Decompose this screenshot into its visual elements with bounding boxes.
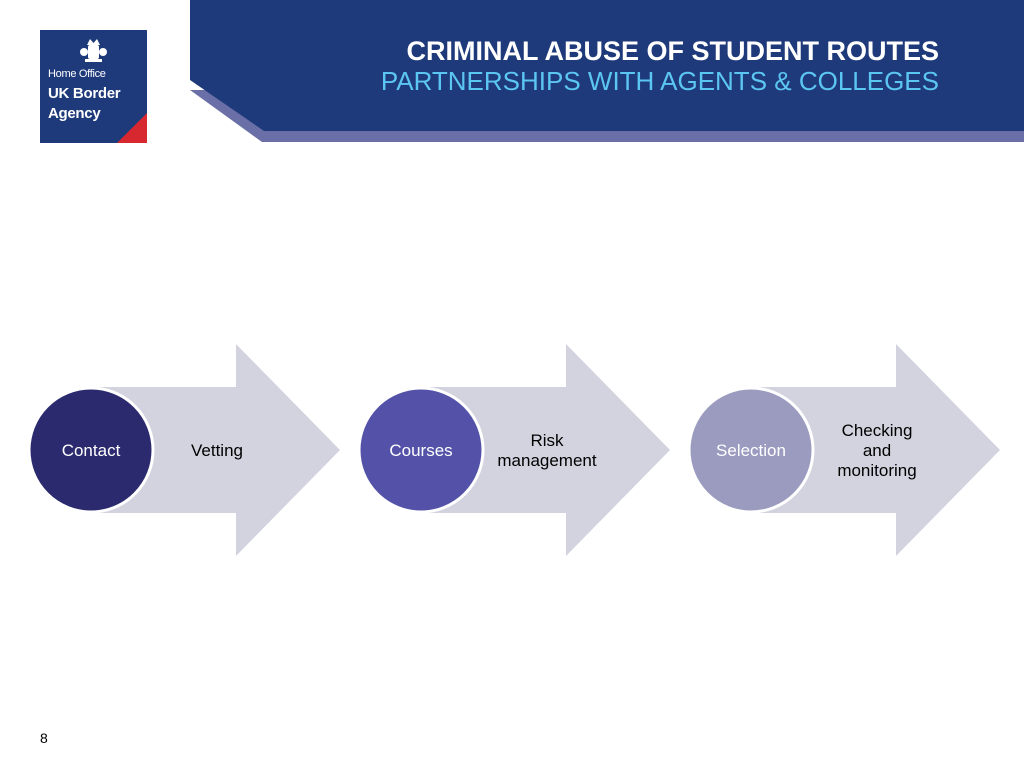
logo-red-corner <box>117 113 147 143</box>
process-circle-label-courses: Courses <box>389 441 452 460</box>
process-arrow-selection <box>752 344 1000 556</box>
process-arrow-contact <box>92 344 340 556</box>
process-circle-selection <box>687 386 815 514</box>
page-number: 8 <box>40 730 48 746</box>
process-arrow-line: management <box>497 451 597 470</box>
process-arrow-line: Risk <box>530 431 564 450</box>
header-banner-background <box>190 0 1024 131</box>
header-banner <box>190 0 1024 142</box>
logo-agency-line2: Agency <box>48 105 101 122</box>
process-arrow-line: and <box>863 441 891 460</box>
uk-border-agency-logo: Home Office UK Border Agency <box>40 30 147 143</box>
process-circle-contact <box>27 386 155 514</box>
process-arrow-courses <box>422 344 670 556</box>
process-circle-label-contact: Contact <box>62 441 121 460</box>
process-circle-label-selection: Selection <box>716 441 786 460</box>
logo-department-text: Home Office <box>48 68 106 80</box>
process-arrow-label-contact: Vetting <box>191 441 243 460</box>
process-step-contact: Contact Vetting <box>27 344 340 556</box>
process-arrow-line: monitoring <box>837 461 916 480</box>
process-arrow-line: Vetting <box>191 441 243 460</box>
slide-title: CRIMINAL ABUSE OF STUDENT ROUTES <box>406 36 939 66</box>
slide-subtitle: PARTNERSHIPS WITH AGENTS & COLLEGES <box>380 66 939 96</box>
title-block: CRIMINAL ABUSE OF STUDENT ROUTES PARTNER… <box>381 36 939 96</box>
process-circle-courses <box>357 386 485 514</box>
process-arrow-line: Checking <box>842 421 913 440</box>
royal-crest-icon <box>80 39 107 62</box>
logo-agency-line1: UK Border <box>48 85 121 102</box>
